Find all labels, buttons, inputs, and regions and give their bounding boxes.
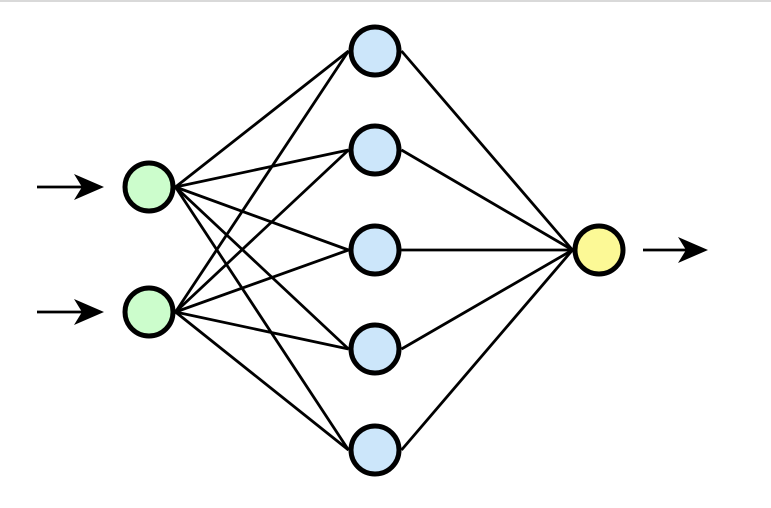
node-input-1 (122, 160, 176, 214)
edge-hidden-1-output-1 (400, 50, 574, 251)
edge-input-1-hidden-2 (175, 148, 349, 189)
edge-hidden-2-output-1 (400, 148, 574, 252)
edge-input-1-hidden-1 (174, 49, 350, 189)
page-top-border (0, 0, 771, 2)
edge-input-1-hidden-4 (174, 185, 350, 351)
node-hidden-1 (348, 24, 402, 78)
edge-input-1-hidden-3 (175, 185, 349, 252)
node-hidden-3 (348, 223, 402, 277)
input-arrowhead-icon-1 (74, 174, 104, 200)
node-hidden-2 (348, 123, 402, 177)
edge-input-2-hidden-3 (175, 248, 349, 314)
edge-input-2-hidden-1 (174, 50, 350, 313)
input-arrowhead-icon-2 (74, 299, 104, 325)
output-arrowhead-icon-1 (678, 237, 708, 263)
edge-hidden-4-output-1 (400, 248, 574, 351)
node-hidden-5 (348, 423, 402, 477)
edge-input-1-hidden-5 (174, 186, 350, 451)
edge-input-2-hidden-2 (174, 148, 350, 314)
node-input-2 (122, 285, 176, 339)
node-hidden-4 (348, 322, 402, 376)
edge-input-2-hidden-5 (174, 310, 350, 452)
edge-hidden-5-output-1 (400, 249, 574, 451)
edge-input-2-hidden-4 (175, 310, 349, 351)
node-output-1 (572, 223, 626, 277)
